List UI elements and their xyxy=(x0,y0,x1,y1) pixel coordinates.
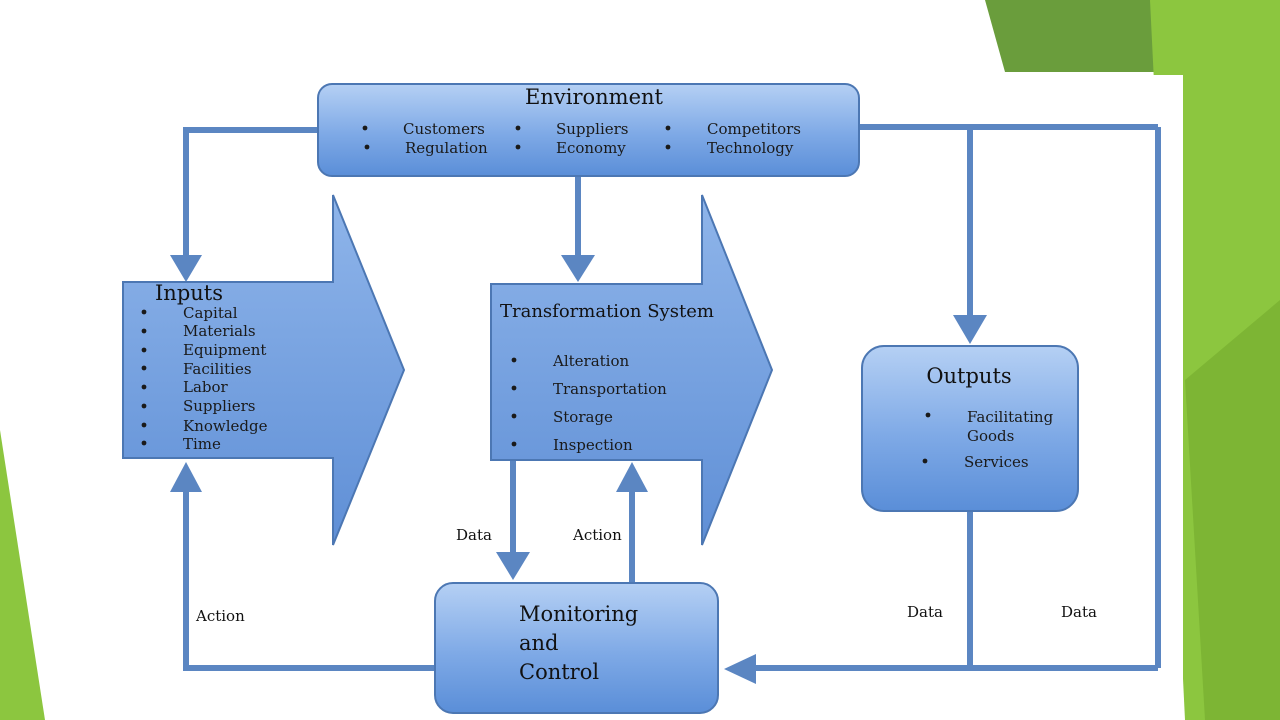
flow-labels: Data Action Action Data Data xyxy=(195,526,1097,625)
inputs-item: Knowledge xyxy=(183,417,268,435)
inputs-item: Equipment xyxy=(183,341,266,359)
transformation-arrow-shape xyxy=(490,194,774,546)
inputs-list: Capital Materials Equipment Facilities L… xyxy=(141,304,268,453)
outputs-box-shape xyxy=(861,345,1079,512)
slide-green-right-shade xyxy=(1185,300,1280,720)
environment-box: Environment Customers Regulation Supplie… xyxy=(317,83,860,177)
env-to-inputs-line xyxy=(183,127,320,258)
outputs-item: Services xyxy=(964,453,1029,471)
transformation-item: Transportation xyxy=(553,380,667,398)
arrowhead-down-monitoring xyxy=(496,552,530,580)
label-data-environment: Data xyxy=(1061,603,1097,621)
outputs-box: Outputs Facilitating Goods Services xyxy=(861,345,1079,512)
outputs-item-facilitating-goods: Facilitating Goods xyxy=(967,408,1058,445)
monitoring-title-line: Control xyxy=(519,660,599,684)
environment-list: Customers Regulation Suppliers Economy C… xyxy=(362,120,801,157)
label-action-transformation: Action xyxy=(572,526,622,544)
arrowhead-down-transformation xyxy=(561,255,595,282)
arrowheads xyxy=(170,255,987,684)
monitoring-title-line: Monitoring xyxy=(519,602,638,626)
inputs-item: Facilities xyxy=(183,360,252,378)
environment-item: Customers xyxy=(403,120,485,138)
environment-item: Competitors xyxy=(707,120,801,138)
connectors xyxy=(183,124,1161,671)
environment-item: Economy xyxy=(556,139,626,157)
transformation-item: Alteration xyxy=(552,352,630,370)
slide-green-left-corner xyxy=(0,430,45,720)
outputs-item-line: Facilitating xyxy=(967,408,1054,426)
inputs-item: Labor xyxy=(183,378,229,396)
inputs-item: Suppliers xyxy=(183,397,255,415)
monitoring-to-inputs-line xyxy=(183,490,436,671)
transformation-item: Storage xyxy=(553,408,613,426)
environment-box-shape xyxy=(317,83,860,177)
monitoring-box-shape xyxy=(434,582,719,714)
inputs-item: Time xyxy=(183,435,221,453)
environment-item: Technology xyxy=(707,139,794,157)
inputs-title: Inputs xyxy=(155,281,223,305)
outputs-title: Outputs xyxy=(926,364,1011,388)
outputs-item-line: Goods xyxy=(967,427,1014,445)
label-data-transformation: Data xyxy=(456,526,492,544)
environment-item: Suppliers xyxy=(556,120,628,138)
arrowhead-down-outputs xyxy=(953,315,987,344)
transformation-item: Inspection xyxy=(553,436,633,454)
transformation-list: Alteration Transportation Storage Inspec… xyxy=(511,352,667,454)
inputs-item: Capital xyxy=(183,304,238,322)
arrowhead-down-inputs xyxy=(170,255,202,282)
monitoring-box: Monitoring and Control xyxy=(434,582,719,714)
arrowhead-up-inputs xyxy=(170,462,202,492)
arrowhead-up-transformation xyxy=(616,462,648,492)
environment-item: Regulation xyxy=(405,139,488,157)
arrowhead-left-monitoring xyxy=(724,654,756,684)
transformation-title: Transformation System xyxy=(500,301,714,322)
label-action-inputs: Action xyxy=(195,607,245,625)
inputs-box: Inputs Capital Materials Equipment Facil… xyxy=(122,194,406,546)
transformation-box: Transformation System Alteration Transpo… xyxy=(490,194,774,546)
monitoring-title-line: and xyxy=(519,631,559,655)
inputs-item: Materials xyxy=(183,322,256,340)
label-data-outputs: Data xyxy=(907,603,943,621)
outputs-list: Facilitating Goods Services xyxy=(922,408,1058,471)
inputs-arrow-shape xyxy=(122,194,406,546)
environment-title: Environment xyxy=(525,85,664,109)
